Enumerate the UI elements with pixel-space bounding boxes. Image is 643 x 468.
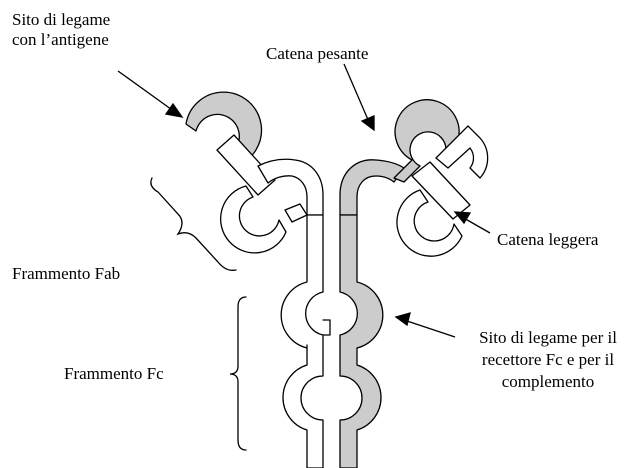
left-fc-step [323,320,330,335]
fc-label: Frammento Fc [64,364,164,384]
fc-receptor-arrow [404,320,455,337]
fc-receptor-arrowhead [396,313,410,325]
fc-receptor-label-line1: Sito di legame per il [457,328,639,348]
right-heavy-chain-arm [340,160,404,215]
left-hinge-connector [285,204,307,222]
heavy-chain-arrowhead [362,116,374,130]
left-light-chain-loop [221,186,286,253]
fab-label: Frammento Fab [12,264,120,284]
antigen-site-label-line1: Sito di legame [12,10,110,30]
antigen-site-label-line2: con l’antigene [12,30,109,50]
fc-receptor-label-line2: recettore Fc e per il [457,350,639,370]
light-chain-arrowhead [455,212,470,223]
antigen-site-arrow [118,71,175,112]
left-fc-chain [281,215,323,468]
right-fc-chain [340,215,383,468]
fc-brace [230,297,246,450]
heavy-chain-arrow [344,64,369,122]
antigen-site-arrowhead [166,104,182,117]
fc-receptor-label-line3: complemento [457,372,639,392]
light-chain-label: Catena leggera [497,230,598,250]
heavy-chain-label: Catena pesante [266,44,368,64]
